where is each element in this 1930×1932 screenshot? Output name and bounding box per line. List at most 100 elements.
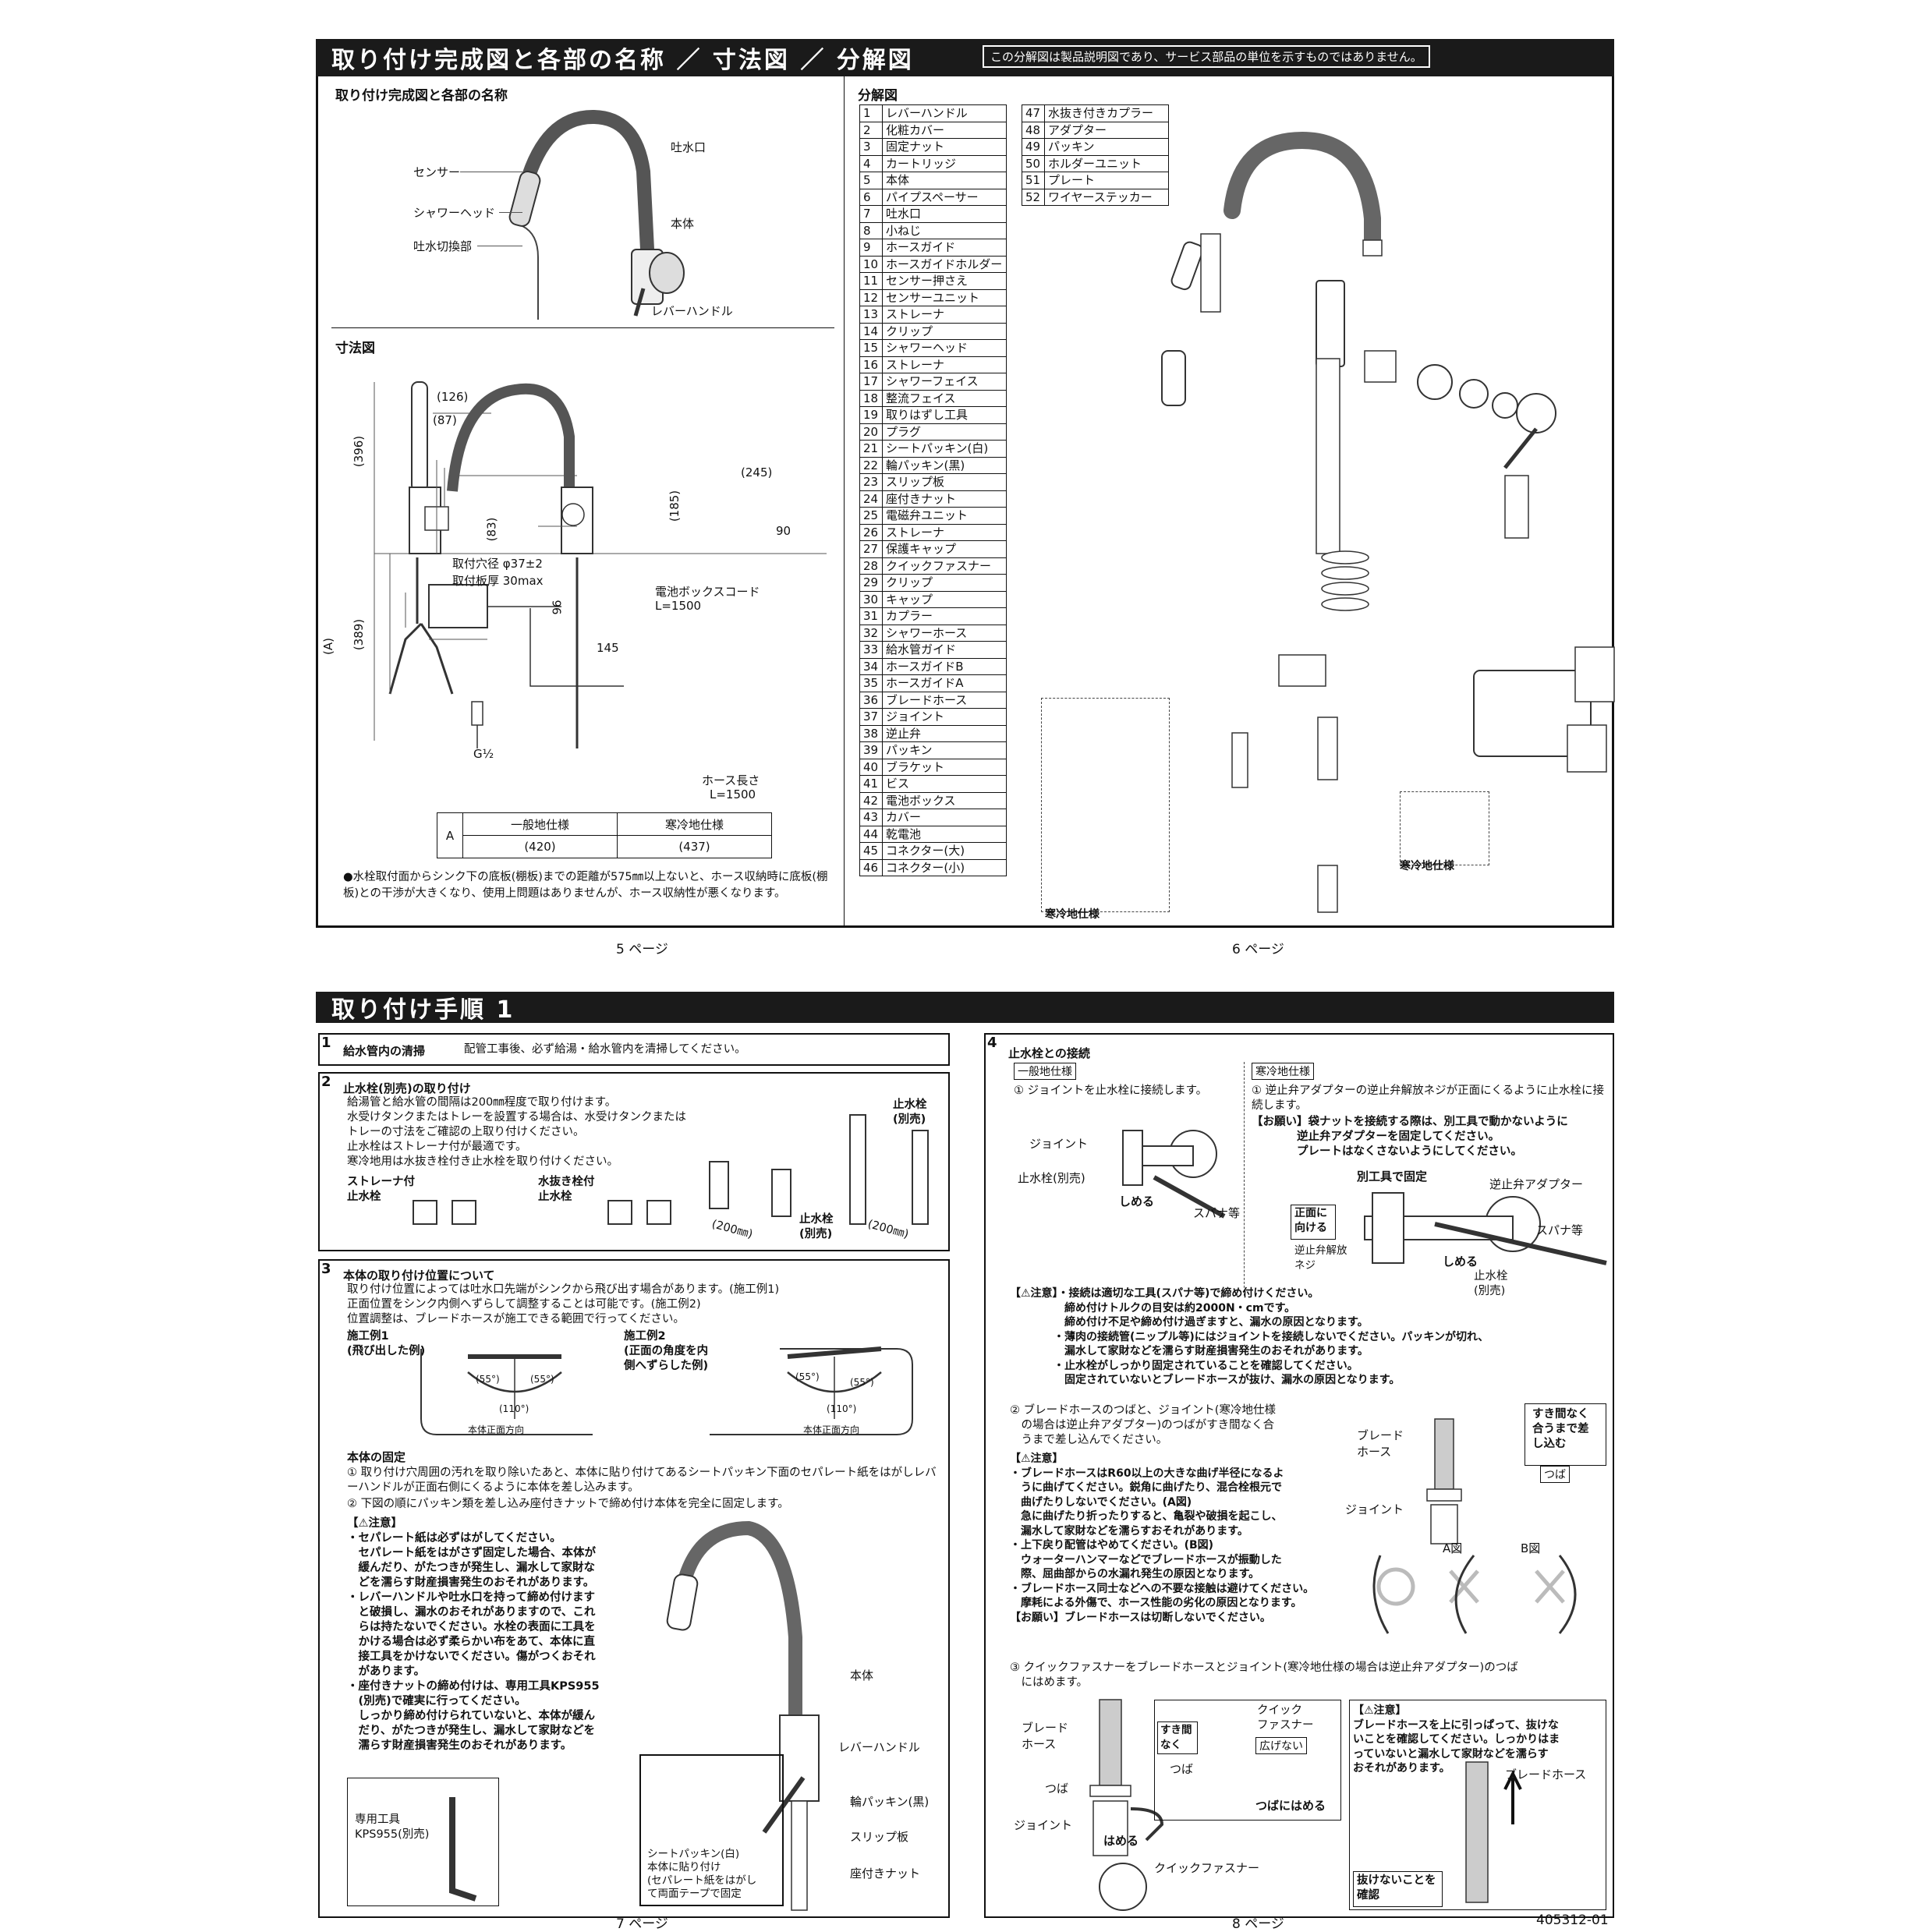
step3-line-2: 位置調整は、ブレードホースが施工できる範囲で行ってください。 <box>347 1313 685 1325</box>
step1-box <box>318 1033 950 1066</box>
hose-len: L=1500 <box>710 787 756 801</box>
part-name: ホースガイドA <box>882 674 1007 692</box>
part-number: 3 <box>859 138 883 156</box>
step2-line-4: 寒冷地用は水抜き栓付き止水栓を取り付けください。 <box>347 1155 618 1168</box>
step1-num: 1 <box>321 1035 331 1051</box>
part-name: 輪パッキン(黒) <box>882 456 1007 474</box>
part-number: 36 <box>859 691 883 709</box>
step3-cautions: ・セパレート紙は必ずはがしてください。 セパレート紙をはがさず固定した場合、本体… <box>347 1531 643 1753</box>
gap-label: すき間なく 合うまで差 し込む <box>1532 1408 1589 1450</box>
part-number: 38 <box>859 724 883 742</box>
part-name: 座付きナット <box>882 490 1007 508</box>
part-name: 乾電池 <box>882 825 1007 843</box>
fix-step-2: ② 下図の順にパッキン類を差し込み座付きナットで締め付け本体を完全に固定します。 <box>347 1498 789 1510</box>
part-name: 整流フェイス <box>882 389 1007 407</box>
part-number: 34 <box>859 657 883 675</box>
step2-line-1: 水受けタンクまたはトレーを設置する場合は、水受けタンクまたは <box>347 1111 686 1123</box>
stop-valves-drawing <box>413 1114 929 1225</box>
top-title: 取り付け完成図と各部の名称 ／ 寸法図 ／ 分解図 <box>331 47 914 74</box>
fastener-detail-box <box>1154 1700 1341 1821</box>
angle-110-b: (110°) <box>827 1403 857 1414</box>
fit-flange-label: つばにはめる <box>1255 1799 1326 1813</box>
step3-heading: 本体の取り付け位置について <box>343 1269 495 1283</box>
text-line: 漏水して家財などを濡らすおそれがあります。 <box>1010 1524 1248 1537</box>
part-name: ホースガイドB <box>882 657 1007 675</box>
seat-packing-label: シートパッキン(白) 本体に貼り付け (セパレート紙をはがし て両面テープで固定 <box>647 1848 757 1900</box>
lever-label: レバーハンドル <box>838 1740 920 1754</box>
part-name: クリップ <box>882 574 1007 592</box>
dim-hole: 取付穴径 φ37±2 <box>452 557 543 571</box>
joint-connection-drawing <box>1122 1130 1226 1219</box>
seat-packing-box <box>639 1754 784 1906</box>
part-number: 20 <box>859 423 883 441</box>
text-line: 【⚠注意】 <box>1010 1453 1064 1465</box>
confirm-label: 抜けないことを 確認 <box>1357 1874 1436 1902</box>
part-number: 1 <box>859 104 883 122</box>
text-line: があります。 <box>347 1665 426 1678</box>
page-5: 5 ページ <box>616 942 668 957</box>
seat-nut-label: 座付きナット <box>850 1867 921 1881</box>
text-line: 緩んだり、がたつきが発生し、漏水して家財な <box>347 1562 595 1574</box>
part-number: 33 <box>859 641 883 659</box>
quick-fastener-label-2: クイック ファスナー <box>1257 1704 1314 1732</box>
angle-110-a: (110°) <box>499 1403 529 1414</box>
step4-sub2: ② ブレードホースのつばと、ジョイント(寒冷地仕様 の場合は逆止弁アダプター)の… <box>1010 1403 1337 1448</box>
text-line: っていないと漏水して家財などを濡らす <box>1353 1747 1549 1760</box>
cord-label: 電池ボックスコード <box>655 585 760 599</box>
part-number: 42 <box>859 791 883 809</box>
label-lever: レバーハンドル <box>651 304 733 318</box>
text-line: いことを確認してください。しっかりはま <box>1353 1733 1560 1746</box>
cold-step1: ① 逆止弁アダプターの逆止弁解放ネジが正面にくるように止水栓に接続します。 <box>1252 1085 1605 1112</box>
joint-label-3: ジョイント <box>1014 1818 1073 1832</box>
dim-245: (245) <box>741 465 773 479</box>
text-line: だり、がたつきが発生し、漏水して家財などを <box>347 1725 595 1737</box>
label-spout: 吐水口 <box>671 140 706 154</box>
text-line: ・座付きナットの締め付けは、専用工具KPS955 <box>347 1680 600 1693</box>
text-line: かける場合は必ず柔らかい布をあて、本体に直 <box>347 1636 595 1648</box>
text-line: 【⚠注意】 <box>1353 1704 1407 1717</box>
document-number: 405312-01 <box>1536 1913 1609 1928</box>
cold-region-box-2 <box>1400 791 1489 865</box>
text-line: ② ブレードホースのつばと、ジョイント(寒冷地仕様 <box>1010 1404 1276 1417</box>
dim-plate: 取付板厚 30max <box>452 574 544 588</box>
part-number: 39 <box>859 741 883 759</box>
no-gap-label: すき間 なく <box>1160 1724 1192 1751</box>
part-name: シャワーホース <box>882 624 1007 642</box>
text-line: ・上下戻り配管はやめてください。(B図) <box>1010 1539 1214 1552</box>
part-number: 26 <box>859 523 883 541</box>
part-number: 9 <box>859 239 883 257</box>
label-switch: 吐水切換部 <box>413 239 473 253</box>
text-line: おそれがあります。 <box>1353 1762 1450 1775</box>
part-name: ブラケット <box>882 758 1007 776</box>
release-screw-label: 逆止弁解放 ネジ <box>1294 1244 1347 1272</box>
part-number: 32 <box>859 624 883 642</box>
part-name: クイックファスナー <box>882 557 1007 575</box>
part-number: 14 <box>859 322 883 340</box>
braid-hose-label: ブレード ホース <box>1357 1428 1404 1459</box>
face-front-label: 正面に 向ける <box>1294 1207 1327 1234</box>
bend-figures <box>1372 1555 1577 1634</box>
text-line: 締め付けトルクの目安は約2000N・cmです。 <box>1010 1301 1296 1315</box>
cold-tag: 寒冷地仕様 <box>1252 1063 1314 1080</box>
step3-line-0: 取り付け位置によっては吐水口先端がシンクから飛び出す場合があります。(施工例1) <box>347 1283 780 1296</box>
part-number: 16 <box>859 356 883 373</box>
part-name: カプラー <box>882 607 1007 625</box>
text-line: ・ブレードホースはR60以上の大きな曲げ半径になるよ <box>1010 1467 1284 1480</box>
part-number: 24 <box>859 490 883 508</box>
